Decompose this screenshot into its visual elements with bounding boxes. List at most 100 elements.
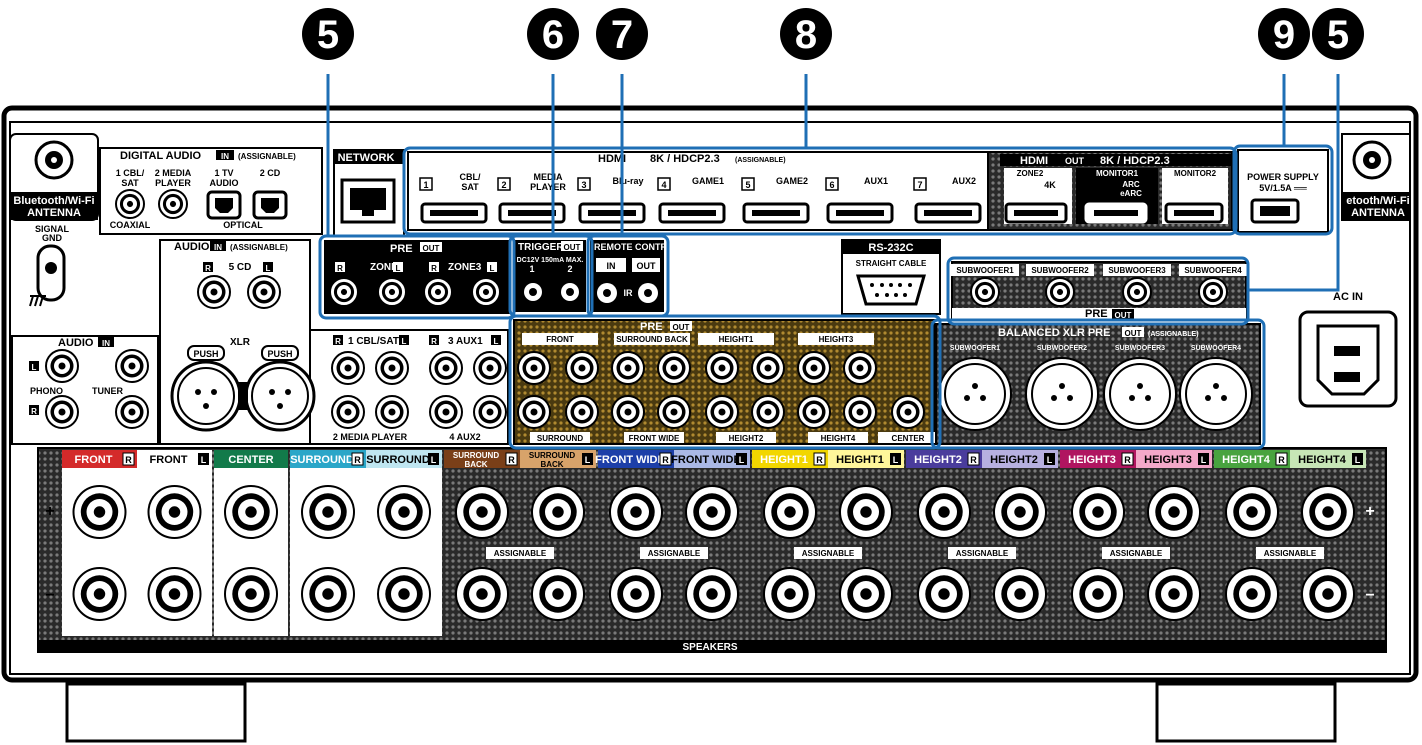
coaxial-jack[interactable] (115, 189, 145, 219)
speaker-terminal[interactable] (1071, 567, 1125, 621)
audio-in-jack[interactable] (375, 395, 409, 429)
speaker-terminal[interactable] (224, 485, 278, 539)
rs232-port[interactable] (856, 274, 926, 306)
zone-pre-jack[interactable] (329, 277, 359, 307)
speaker-terminal[interactable] (1071, 485, 1125, 539)
hdmi-input-port[interactable] (742, 202, 810, 224)
xlr-input[interactable] (170, 360, 242, 432)
optical-port[interactable] (252, 190, 288, 220)
speaker-terminal[interactable] (1225, 485, 1279, 539)
hdmi-input-port[interactable] (498, 202, 566, 224)
audio-in-jack[interactable] (473, 395, 507, 429)
hdmi-input-port[interactable] (658, 202, 726, 224)
pre-out-jack[interactable] (705, 395, 739, 429)
ethernet-port[interactable] (340, 178, 396, 224)
xlr-output[interactable] (1025, 357, 1099, 431)
pre-out-jack[interactable] (797, 395, 831, 429)
hdmi-out-monitor2-port[interactable] (1164, 202, 1224, 224)
speaker-terminal[interactable] (1301, 567, 1355, 621)
speaker-terminal[interactable] (839, 567, 893, 621)
audio-in-jack[interactable] (331, 351, 365, 385)
subwoofer-rca-jack[interactable] (970, 277, 1000, 307)
pre-out-jack[interactable] (657, 351, 691, 385)
antenna-right[interactable]: etooth/Wi-Fi ANTENNA (1341, 133, 1411, 221)
xlr-input[interactable] (244, 360, 316, 432)
speaker-terminal[interactable] (224, 567, 278, 621)
audio-in-jack[interactable] (429, 351, 463, 385)
subwoofer-rca-jack[interactable] (1045, 277, 1075, 307)
trigger-jack-2[interactable] (561, 283, 579, 301)
hdmi-out-monitor1-port[interactable] (1084, 202, 1148, 224)
speaker-terminal[interactable] (455, 485, 509, 539)
speaker-terminal[interactable] (147, 485, 202, 539)
speaker-terminal[interactable] (147, 567, 202, 621)
speaker-terminal[interactable] (301, 485, 355, 539)
hdmi-input-port[interactable] (578, 202, 646, 224)
ac-inlet[interactable] (1298, 310, 1398, 408)
speaker-terminal[interactable] (301, 567, 355, 621)
speaker-terminal[interactable] (531, 567, 585, 621)
phono-tuner-jack[interactable] (115, 395, 149, 429)
pre-out-jack[interactable] (843, 351, 877, 385)
zone-pre-jack[interactable] (471, 277, 501, 307)
speaker-terminal[interactable] (1225, 567, 1279, 621)
zone-pre-jack[interactable] (377, 277, 407, 307)
speaker-terminal[interactable] (839, 485, 893, 539)
usb-port[interactable] (1250, 198, 1300, 224)
speaker-terminal[interactable] (377, 485, 431, 539)
optical-port[interactable] (206, 190, 242, 220)
speaker-terminal[interactable] (993, 567, 1047, 621)
xlr-output[interactable] (1179, 357, 1253, 431)
pre-out-jack[interactable] (751, 351, 785, 385)
pre-out-jack[interactable] (797, 351, 831, 385)
speaker-terminal[interactable] (993, 485, 1047, 539)
speaker-terminal[interactable] (1147, 567, 1201, 621)
pre-out-jack[interactable] (517, 351, 551, 385)
pre-out-jack[interactable] (843, 395, 877, 429)
pre-out-jack[interactable] (611, 395, 645, 429)
xlr-output[interactable] (1103, 357, 1177, 431)
hdmi-input-port[interactable] (826, 202, 894, 224)
hdmi-input-port[interactable] (914, 202, 982, 224)
remote-in-jack[interactable] (597, 283, 617, 303)
speaker-terminal[interactable] (377, 567, 431, 621)
subwoofer-rca-jack[interactable] (1122, 277, 1152, 307)
remote-out-jack[interactable] (638, 283, 658, 303)
speaker-terminal[interactable] (72, 485, 127, 539)
speaker-terminal[interactable] (72, 567, 127, 621)
xlr-output[interactable] (938, 357, 1012, 431)
audio-in-jack[interactable] (473, 351, 507, 385)
pre-out-center-jack[interactable] (891, 395, 925, 429)
cd-jack-r[interactable] (197, 275, 231, 309)
audio-in-jack[interactable] (375, 351, 409, 385)
speaker-terminal[interactable] (609, 485, 663, 539)
cd-jack-l[interactable] (247, 275, 281, 309)
pre-out-jack[interactable] (565, 351, 599, 385)
audio-in-jack[interactable] (331, 395, 365, 429)
speaker-terminal[interactable] (531, 485, 585, 539)
speaker-terminal[interactable] (1147, 485, 1201, 539)
trigger-jack-1[interactable] (524, 283, 542, 301)
pre-out-jack[interactable] (611, 351, 645, 385)
antenna-left[interactable]: Bluetooth/Wi-Fi ANTENNA (9, 133, 99, 221)
speaker-terminal[interactable] (685, 567, 739, 621)
speaker-terminal[interactable] (917, 485, 971, 539)
pre-out-jack[interactable] (705, 351, 739, 385)
speaker-terminal[interactable] (763, 485, 817, 539)
speaker-terminal[interactable] (1301, 485, 1355, 539)
pre-out-jack[interactable] (751, 395, 785, 429)
zone-pre-jack[interactable] (423, 277, 453, 307)
pre-out-jack[interactable] (517, 395, 551, 429)
audio-in-jack[interactable] (429, 395, 463, 429)
speaker-terminal[interactable] (685, 485, 739, 539)
phono-tuner-jack[interactable] (45, 395, 79, 429)
phono-tuner-jack[interactable] (115, 349, 149, 383)
speaker-terminal[interactable] (763, 567, 817, 621)
speaker-terminal[interactable] (455, 567, 509, 621)
hdmi-input-port[interactable] (420, 202, 488, 224)
subwoofer-rca-jack[interactable] (1198, 277, 1228, 307)
speaker-terminal[interactable] (609, 567, 663, 621)
signal-gnd[interactable]: SIGNAL GND (29, 224, 69, 307)
phono-tuner-jack[interactable] (45, 349, 79, 383)
pre-out-jack[interactable] (565, 395, 599, 429)
